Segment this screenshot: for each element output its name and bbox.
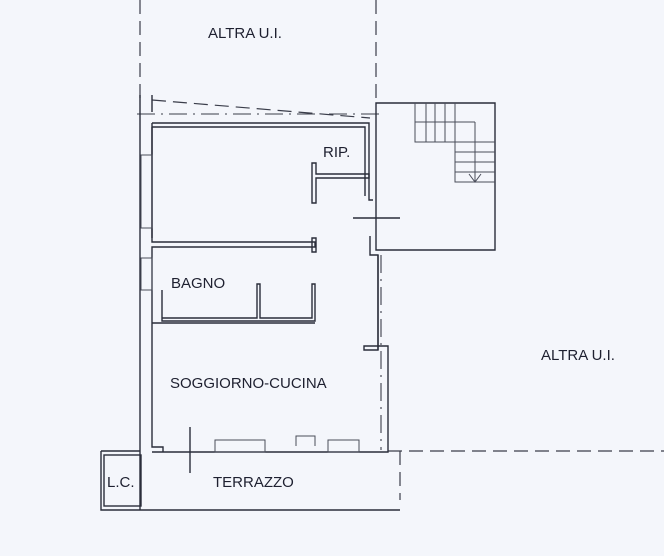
label-living-kitchen: SOGGIORNO-CUCINA	[170, 375, 327, 392]
label-storage: RIP.	[323, 144, 350, 161]
property-boundaries	[137, 0, 664, 500]
label-terrace: TERRAZZO	[213, 474, 294, 491]
windows	[140, 154, 360, 453]
terrace	[100, 450, 400, 511]
label-laundry: L.C.	[107, 474, 135, 491]
label-bathroom: BAGNO	[171, 275, 225, 292]
label-right-neighbor: ALTRA U.I.	[541, 347, 615, 364]
walls	[139, 95, 496, 510]
staircase	[414, 103, 495, 183]
stair-direction-arrow-icon	[468, 173, 482, 183]
label-top-neighbor: ALTRA U.I.	[208, 25, 282, 42]
